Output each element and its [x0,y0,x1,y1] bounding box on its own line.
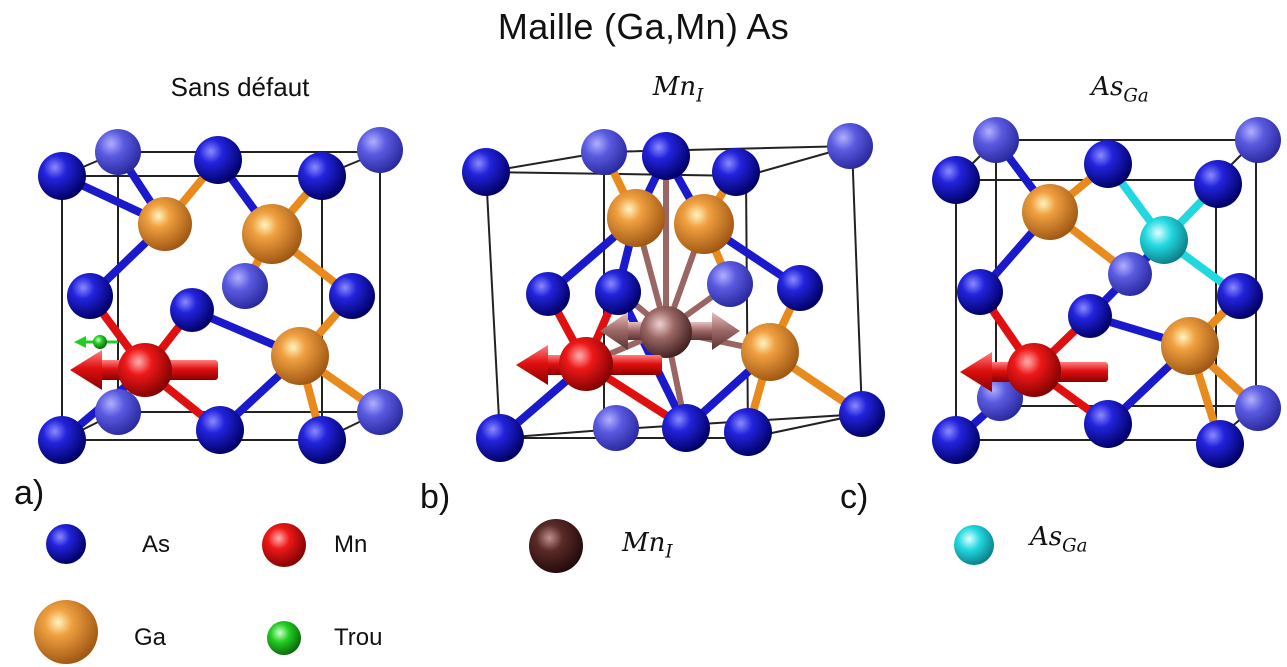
legend-mni-sphere [529,519,583,573]
panel-b-mn-spin-arrow [516,337,662,391]
panel-a-title: Sans défaut [170,72,310,102]
legend-mn-sphere [262,523,306,567]
legend-swatches [34,519,994,664]
panel-a-back-atoms [95,127,403,435]
panel-b-mni-spin-arrow [600,306,740,358]
legend-as-sphere [46,524,86,564]
legend-asga-sphere [954,525,994,565]
panel-a-front-atoms [38,136,375,464]
legend-mn-label: Mn [334,531,368,558]
panel-a-mn-spin-arrow [70,343,218,397]
legend-ga-sphere [34,600,98,664]
panel-c-label: c) [840,478,869,516]
panel-c-back-atoms [973,117,1281,431]
panel-c-title: AsGa [1091,72,1149,107]
panel-a-label: a) [14,474,45,512]
panel-b-back-atoms [581,123,885,451]
legend-asga-label: AsGa [1030,522,1088,557]
panel-b-structure [462,123,885,462]
panel-c-structure [932,117,1281,468]
panel-c-front-atoms [932,140,1263,468]
panel-b-front-atoms [462,132,823,462]
panel-a-hole-spin-arrow [74,335,118,349]
legend-trou-label: Trou [334,624,383,651]
panel-b-label: b) [420,478,451,516]
legend-trou-sphere [267,621,301,655]
panel-c-mn-spin-arrow [960,343,1108,397]
panel-a-structure [38,127,403,464]
legend-as-label: As [142,531,171,558]
panel-b-title: MnI [652,72,704,107]
legend-ga-label: Ga [134,624,167,651]
legend-mni-label: MnI [622,528,673,563]
figure-title: Maille (Ga,Mn) As [497,6,790,47]
